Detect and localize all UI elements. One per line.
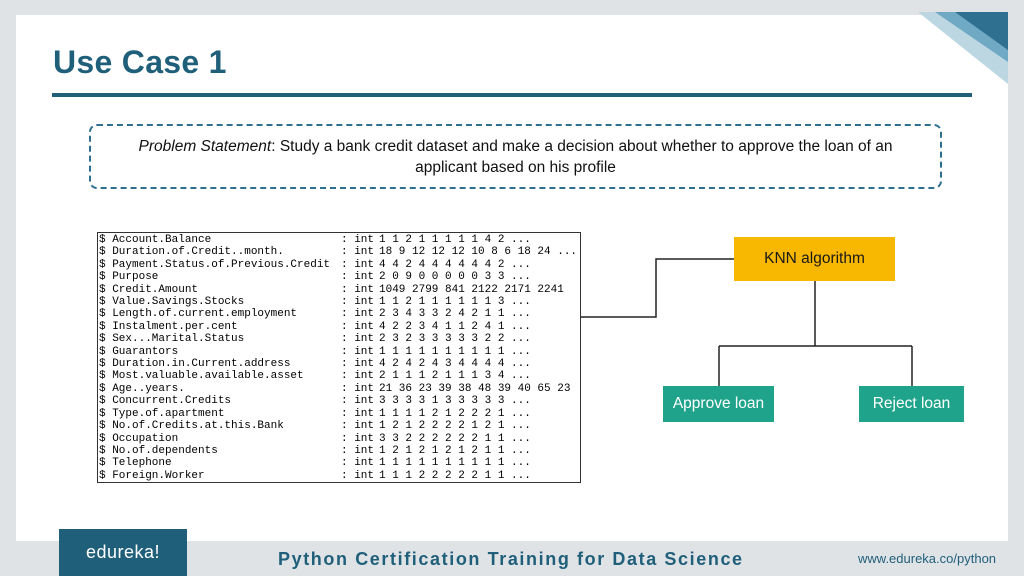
dataset-variable-name: $ Credit.Amount [99, 283, 199, 296]
reject-loan-box: Reject loan [859, 386, 964, 422]
dataset-variable-name: $ Value.Savings.Stocks [99, 296, 245, 309]
dataset-variable-name: $ Duration.of.Credit..month. [99, 246, 284, 259]
dataset-variable-name: $ No.of.Credits.at.this.Bank [99, 420, 284, 433]
dataset-variable-values: 4 2 2 3 4 1 1 2 4 1 ... [379, 320, 531, 333]
dataset-row: $ Credit.Amount : int 1049 2799 841 2122 2… [99, 284, 580, 296]
dataset-variable-name: $ Payment.Status.of.Previous.Credit [99, 258, 331, 271]
dataset-row: $ Concurrent.Credits : int 3 3 3 3 1 3 3 3… [99, 395, 580, 407]
dataset-row: $ Duration.in.Current.address : int 4 2 4 … [99, 358, 580, 370]
dataset-variable-type: : int [341, 234, 375, 246]
dataset-variable-name: $ Account.Balance [99, 234, 212, 246]
dataset-row: $ Value.Savings.Stocks : int 1 1 2 1 1 1 1… [99, 296, 580, 308]
dataset-variable-values: 21 36 23 39 38 48 39 40 65 23 [379, 382, 571, 395]
dataset-variable-name: $ Type.of.apartment [99, 407, 225, 420]
dataset-row: $ Telephone : int 1 1 1 1 1 1 1 1 1 1 ... [99, 457, 580, 469]
dataset-variable-values: 1 1 2 1 1 1 1 1 4 2 ... [379, 234, 531, 246]
dataset-variable-values: 1 2 1 2 1 2 1 2 1 1 ... [379, 444, 531, 457]
dataset-to-knn-connector [581, 258, 734, 318]
dataset-variable-type: : int [341, 345, 375, 358]
dataset-variable-type: : int [341, 246, 375, 259]
dataset-variable-type: : int [341, 283, 375, 296]
approve-loan-box: Approve loan [663, 386, 774, 422]
dataset-variable-name: $ Duration.in.Current.address [99, 358, 291, 371]
dataset-variable-type: : int [341, 395, 375, 408]
dataset-variable-name: $ Occupation [99, 432, 179, 445]
dataset-row: $ Foreign.Worker : int 1 1 1 2 2 2 2 2 1 1… [99, 470, 580, 482]
dataset-variable-name: $ Instalment.per.cent [99, 320, 238, 333]
dataset-row: $ Age..years. : int 21 36 23 39 38 48 39 4… [99, 383, 580, 395]
dataset-row: $ Guarantors : int 1 1 1 1 1 1 1 1 1 1 ... [99, 346, 580, 358]
dataset-row: $ No.of.Credits.at.this.Bank : int 1 2 1 2… [99, 420, 580, 432]
dataset-variable-type: : int [341, 420, 375, 433]
dataset-variable-values: 1 1 1 1 1 1 1 1 1 1 ... [379, 457, 531, 470]
dataset-variable-values: 2 3 4 3 3 2 4 2 1 1 ... [379, 308, 531, 321]
dataset-variable-name: $ Telephone [99, 457, 172, 470]
dataset-variable-values: 1 1 1 1 2 1 2 2 2 1 ... [379, 407, 531, 420]
dataset-variable-values: 1 2 1 2 2 2 2 1 2 1 ... [379, 420, 531, 433]
dataset-variable-name: $ Purpose [99, 271, 159, 284]
footer-url: www.edureka.co/python [858, 551, 997, 566]
dataset-variable-type: : int [341, 296, 375, 309]
dataset-variable-values: 1 1 1 1 1 1 1 1 1 1 ... [379, 345, 531, 358]
dataset-row: $ Most.valuable.available.asset : int 2 1 … [99, 370, 580, 382]
dataset-row: $ Purpose : int 2 0 9 0 0 0 0 0 3 3 ... [99, 271, 580, 283]
dataset-variable-type: : int [341, 258, 375, 271]
dataset-variable-values: 1 1 2 1 1 1 1 1 1 3 ... [379, 296, 531, 309]
dataset-variable-type: : int [341, 382, 375, 395]
dataset-variable-values: 1 1 1 2 2 2 2 2 1 1 ... [379, 469, 531, 482]
dataset-variable-type: : int [341, 432, 375, 445]
problem-statement-body: : Study a bank credit dataset and make a… [271, 137, 893, 176]
problem-statement-label: Problem Statement [138, 137, 272, 155]
title-underline [52, 93, 972, 97]
dataset-variable-name: $ Foreign.Worker [99, 469, 205, 482]
dataset-variable-name: $ Guarantors [99, 345, 179, 358]
dataset-variable-name: $ Sex...Marital.Status [99, 333, 245, 346]
dataset-variable-values: 18 9 12 12 12 10 8 6 18 24 ... [379, 246, 578, 259]
dataset-variable-type: : int [341, 457, 375, 470]
dataset-variable-type: : int [341, 333, 375, 346]
dataset-row: $ Account.Balance : int 1 1 2 1 1 1 1 1 4 … [99, 234, 580, 246]
dataset-variable-values: 3 3 3 3 1 3 3 3 3 3 ... [379, 395, 531, 408]
dataset-row: $ Instalment.per.cent : int 4 2 2 3 4 1 1 … [99, 321, 580, 333]
dataset-variable-type: : int [341, 407, 375, 420]
problem-statement-box: Problem Statement: Study a bank credit d… [89, 124, 942, 189]
dataset-variable-name: $ Age..years. [99, 382, 185, 395]
dataset-variable-values: 2 0 9 0 0 0 0 0 3 3 ... [379, 271, 531, 284]
corner-decoration [918, 12, 1008, 84]
dataset-variable-name: $ No.of.dependents [99, 444, 218, 457]
dataset-variable-values: 1049 2799 841 2122 2171 2241 [379, 283, 564, 296]
dataset-row: $ Sex...Marital.Status : int 2 3 2 3 3 3 3… [99, 333, 580, 345]
dataset-structure-table: $ Account.Balance : int 1 1 2 1 1 1 1 1 4 … [97, 232, 581, 483]
dataset-variable-values: 4 4 2 4 4 4 4 4 4 2 ... [379, 258, 531, 271]
dataset-row: $ Type.of.apartment : int 1 1 1 1 2 1 2 2 … [99, 408, 580, 420]
dataset-variable-values: 3 3 2 2 2 2 2 2 1 1 ... [379, 432, 531, 445]
dataset-variable-values: 4 2 4 2 4 3 4 4 4 4 ... [379, 358, 531, 371]
dataset-variable-values: 2 3 2 3 3 3 3 3 2 2 ... [379, 333, 531, 346]
knn-algorithm-box: KNN algorithm [734, 237, 895, 281]
dataset-variable-name: $ Length.of.current.employment [99, 308, 298, 321]
dataset-variable-type: : int [341, 469, 375, 482]
problem-statement-text: Problem Statement: Study a bank credit d… [111, 136, 920, 178]
dataset-row: $ No.of.dependents : int 1 2 1 2 1 2 1 2 1… [99, 445, 580, 457]
dataset-row: $ Duration.of.Credit..month. : int 18 9 12… [99, 246, 580, 258]
dataset-variable-name: $ Most.valuable.available.asset [99, 370, 304, 383]
dataset-variable-type: : int [341, 308, 375, 321]
dataset-row: $ Length.of.current.employment : int 2 3 4… [99, 308, 580, 320]
dataset-variable-type: : int [341, 444, 375, 457]
edureka-logo: edureka! [59, 529, 187, 576]
dataset-variable-type: : int [341, 370, 375, 383]
dataset-variable-name: $ Concurrent.Credits [99, 395, 232, 408]
dataset-variable-type: : int [341, 271, 375, 284]
dataset-variable-values: 2 1 1 1 2 1 1 1 3 4 ... [379, 370, 531, 383]
dataset-variable-type: : int [341, 320, 375, 333]
dataset-variable-type: : int [341, 358, 375, 371]
slide-title: Use Case 1 [53, 44, 227, 80]
dataset-row: $ Payment.Status.of.Previous.Credit : int… [99, 259, 580, 271]
dataset-row: $ Occupation : int 3 3 2 2 2 2 2 2 1 1 ... [99, 433, 580, 445]
course-title: Python Certification Training for Data S… [278, 549, 744, 569]
